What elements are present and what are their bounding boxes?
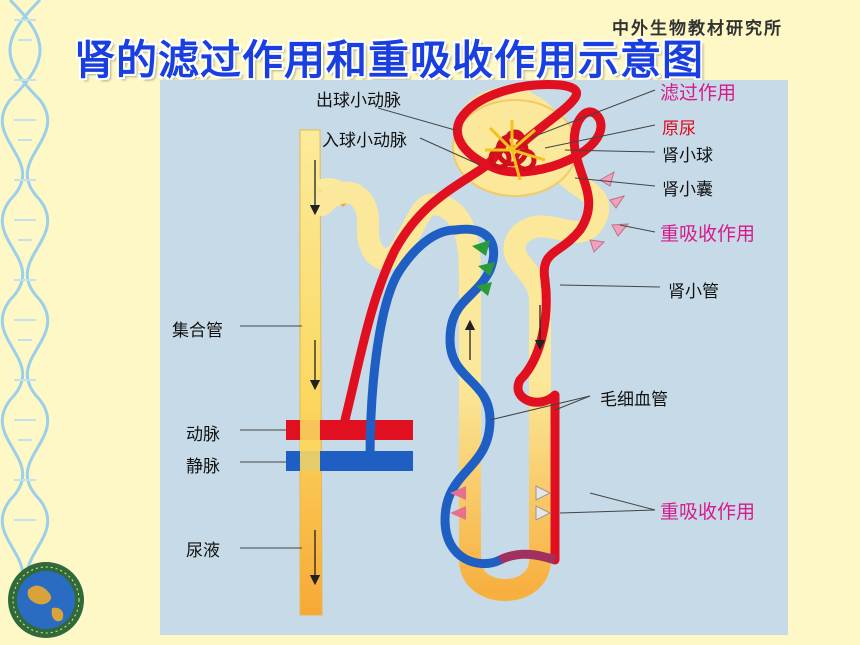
reabsorption-arrows-bottom [450,485,552,521]
label-afferent-arteriole: 入球小动脉 [322,131,407,151]
publisher-credit: 中外生物教材研究所 [612,19,783,39]
label-urine: 尿液 [186,541,220,561]
globe-seal-icon [8,562,84,638]
label-capillary: 毛细血管 [600,390,668,410]
label-collecting-duct: 集合管 [172,321,223,341]
label-artery: 动脉 [186,425,220,445]
label-filtration: 滤过作用 [660,82,737,104]
label-renal-tubule: 肾小管 [668,282,719,302]
label-primary-urine: 原尿 [662,119,696,139]
label-bowman-capsule: 肾小囊 [662,180,713,200]
vein-capillary [365,224,505,569]
label-reabsorption-top: 重吸收作用 [660,223,756,245]
label-efferent-arteriole: 出球小动脉 [316,91,401,111]
efferent-arteriole [452,80,606,565]
label-vein: 静脉 [186,457,220,477]
dna-helix-decoration [0,0,50,600]
reabsorption-arrows-top [589,170,630,253]
page-title: 肾的滤过作用和重吸收作用示意图 [74,36,704,84]
filtration-arrows [485,120,546,181]
label-reabsorption-bottom: 重吸收作用 [660,501,756,523]
label-glomerulus: 肾小球 [662,146,713,166]
reabsorption-arrows-green [472,240,495,296]
